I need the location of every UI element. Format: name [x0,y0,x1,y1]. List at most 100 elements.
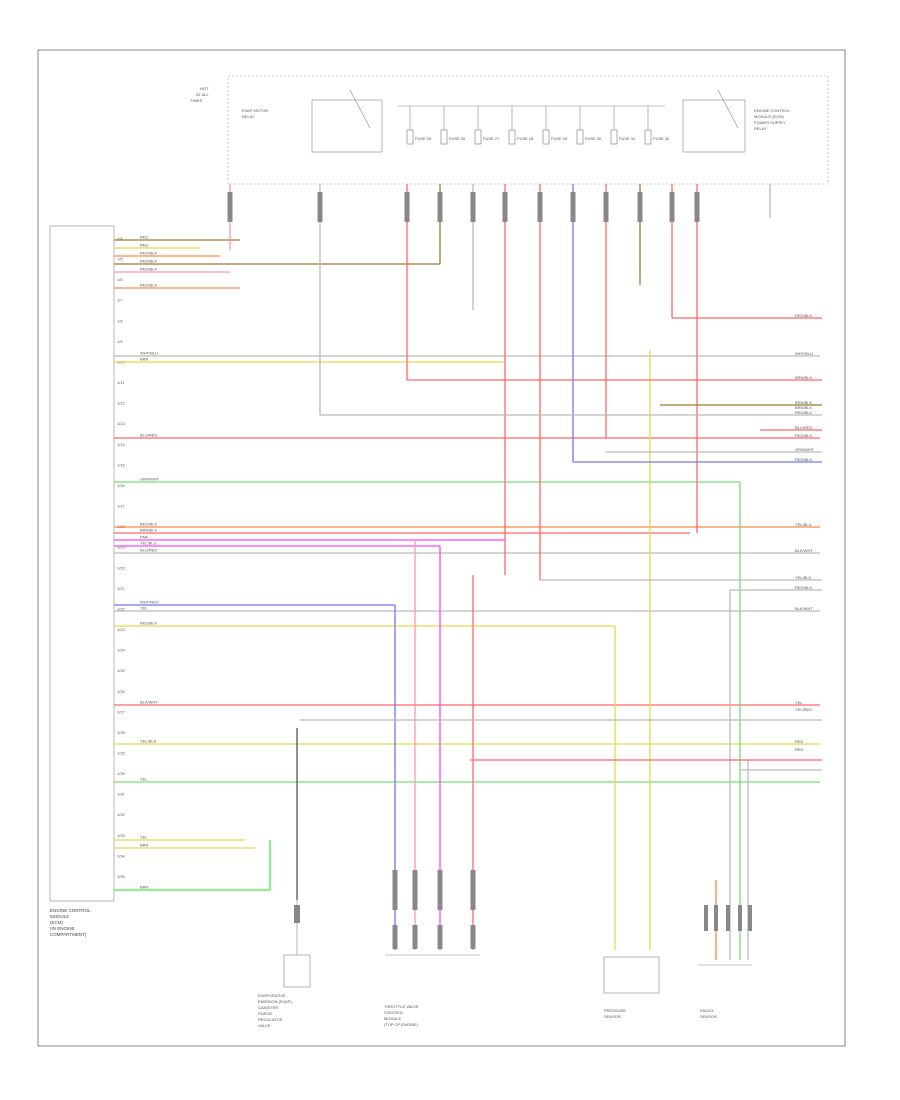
ecm-pin-label: 1/7 [117,298,123,303]
ecm-pin-label: 1/24 [117,648,126,653]
ecm-pin-label: 1/14 [117,442,126,447]
wire-connector [437,925,443,949]
wire-connector [392,870,398,910]
wire-label-left: YEL/BLK [140,739,157,744]
wire-label-left: YEL/BLU [140,541,157,546]
wire-label-left: GRN/WHT [140,477,160,482]
wire-label-right: RED/BLK [795,585,812,590]
pressure-label-line1: PRESSURE [604,1008,626,1013]
wire-label-left: YEL [140,606,148,611]
wire-label-right: BRN/BLK [795,405,812,410]
wire-label-left: BRN [140,885,149,890]
wire-connector [437,870,443,910]
fuse-icon [508,129,516,145]
fuse-icon [440,129,448,145]
ecm-label: ENGINE CONTROL MODULE (ECM) (IN ENGINE C… [50,908,91,937]
fuse-block-label-line2: AT ALL [196,92,210,97]
knock-label-line1: KNOCK [700,1008,715,1013]
ecm-pin-label: 1/32 [117,812,126,817]
wire-label-right: BRN/BLK [795,400,812,405]
wire-label-left: RED [140,235,149,240]
ecm-pin-label: 1/5 [117,257,123,262]
ecm-pin-label: 1/33 [117,833,126,838]
wire-label-right: WHT/BLU [795,351,813,356]
wire-connector [669,192,675,222]
ecm-pin-label: 1/15 [117,462,126,467]
ecm-pin-label: 1/22 [117,606,126,611]
fuse-icon [474,129,482,145]
wire-label-left: BLU/RED [140,548,157,553]
wire-label-left: BRN [140,357,149,362]
fuse-block-label: HOT AT ALL TIMES [190,86,210,103]
wire-connector [714,905,718,931]
throttle-label-line1: THROTTLE VALVE [384,1004,419,1009]
wire-connector [502,192,508,222]
ecm-pin-label: 1/28 [117,730,126,735]
evap-label-line1: EVAPORATIVE [258,993,286,998]
evap-motor-relay: EVAP MOTOR RELAY [242,89,383,153]
wire-connector [412,925,418,949]
wire-label-right: RED/BLK [795,457,812,462]
fuse-icon [576,129,584,145]
wire-connector [317,192,323,222]
ecm-connector [49,225,115,902]
fuse-label: FUSE 30 [585,136,602,141]
wire-connector [637,192,643,222]
right-wire-label-group: RED/BLKWHT/BLUBRN/BLKBRN/BLKBRN/BLKRED/B… [795,313,815,752]
wire-label-right: RED [795,739,804,744]
knock-sensor: KNOCK SENSOR [698,964,752,1019]
ecm-pin-label: 1/21 [117,586,126,591]
wire-label-left: RED/BLK [140,267,157,272]
fuse-relay-box [227,75,829,185]
ecm-pin-label: 1/6 [117,277,123,282]
wire-label-left: RED/BLK [140,522,157,527]
wire-connector [404,192,410,222]
wire-label-right: BLU/RED [795,425,812,430]
ecm-power-supply-relay: ENGINE CONTROL MODULE (ECM) POWER SUPPLY… [682,89,791,153]
wire-connector [748,905,752,931]
pressure-sensor: PRESSURE SENSOR [603,956,660,1019]
throttle-label-line4: (TOP OF ENGINE) [384,1022,419,1027]
wire-connector [412,870,418,910]
wire-connector [470,870,476,910]
wire-label-left: WHT/BLU [140,351,158,356]
ecm-pin-label: 1/17 [117,504,126,509]
ecm-pin-label: 1/12 [117,401,126,406]
evap-label-line5: REGULATOR [258,1017,283,1022]
wire-label-left: RED [140,243,149,248]
wire-label-left: RED/BLK [140,259,157,264]
throttle-label-line3: MODULE [384,1016,401,1021]
wire-connector [470,925,476,949]
wire-label-right: RED [795,747,804,752]
ecm-pin-label: 1/23 [117,627,126,632]
wire-label-left: PNK [140,535,149,540]
wire-label-left: BLK/WHT [140,700,158,705]
ecm-pin-label: 1/9 [117,339,123,344]
evap-label-line2: EMISSION (EVAP) [258,999,292,1004]
wire-label-left: BLU/RED [140,433,157,438]
fuse-label: FUSE 32 [653,136,670,141]
wire-label-left: RED/BLK [140,283,157,288]
wire-label-left: YEL [140,835,148,840]
relay-b-label-line2: MODULE (ECM) [754,114,784,119]
knock-label-line2: SENSOR [700,1014,717,1019]
fuse-label: FUSE 25 [415,136,432,141]
wire-connector [227,192,233,222]
ecm-label-line1: ENGINE CONTROL [50,908,91,913]
wire-connector [694,192,700,222]
wire-label-right: GRN/WHT [795,447,815,452]
wire-label-left: WHT/RED [140,600,159,605]
wire-label-right: BRN/BLK [795,375,812,380]
wire-label-right: YEL/RED [795,707,812,712]
wire-label-left: BRN/BLK [140,528,157,533]
fuse-label: FUSE 27 [483,136,500,141]
wire-label-left: YEL [140,777,148,782]
wire-connector [726,905,730,931]
evap-label-line6: VALVE [258,1023,271,1028]
relay-a-label-line2: RELAY [242,114,255,119]
ecm-pin-label: 1/11 [117,380,125,385]
wire-connector [570,192,576,222]
throttle-valve-control-module: THROTTLE VALVE CONTROL MODULE (TOP OF EN… [384,954,480,1027]
